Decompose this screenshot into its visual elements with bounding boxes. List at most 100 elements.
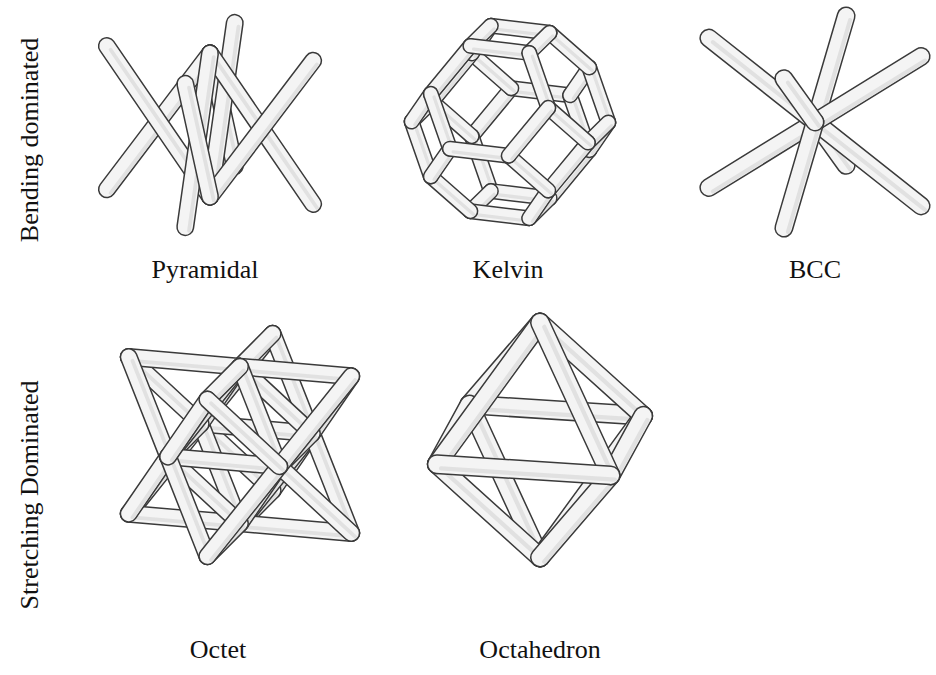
strut-shade bbox=[283, 470, 355, 537]
strut-shade bbox=[189, 88, 214, 201]
strut-body bbox=[589, 68, 608, 123]
strut bbox=[185, 84, 213, 201]
strut-shade bbox=[441, 327, 544, 469]
strut bbox=[784, 79, 819, 126]
strut-shade bbox=[713, 42, 819, 126]
strut-shade bbox=[474, 409, 648, 420]
strut bbox=[815, 122, 925, 210]
strut-outline bbox=[548, 143, 588, 191]
strut bbox=[107, 46, 214, 200]
strut-outline bbox=[431, 46, 471, 94]
strut-body bbox=[784, 122, 815, 228]
strut-shade bbox=[819, 60, 925, 126]
octet-lattice bbox=[129, 334, 355, 560]
strut bbox=[437, 323, 544, 469]
strut bbox=[279, 466, 355, 536]
kelvin-lattice bbox=[412, 26, 612, 222]
strut-outline bbox=[129, 357, 168, 457]
strut bbox=[540, 475, 615, 561]
strut-shade bbox=[214, 64, 317, 200]
strut-body bbox=[540, 475, 611, 557]
strut-shade bbox=[552, 111, 592, 146]
strut-body bbox=[168, 457, 207, 557]
strut bbox=[540, 323, 615, 480]
strut-outline bbox=[210, 61, 313, 197]
strut bbox=[784, 122, 819, 232]
strut bbox=[240, 367, 355, 380]
strut-body bbox=[279, 376, 351, 466]
octahedron-lattice bbox=[437, 323, 648, 562]
strut-shade bbox=[172, 403, 211, 460]
strut-shade bbox=[788, 126, 819, 232]
strut bbox=[548, 108, 591, 146]
strut-shade bbox=[552, 146, 592, 194]
strut-body bbox=[210, 61, 313, 197]
strut-outline bbox=[784, 122, 815, 228]
strut-body bbox=[472, 88, 512, 136]
strut bbox=[207, 466, 283, 560]
strut-outline bbox=[472, 88, 512, 136]
strut bbox=[279, 376, 355, 470]
strut-outline bbox=[509, 108, 549, 156]
strut-body bbox=[431, 94, 450, 149]
strut-body bbox=[529, 53, 548, 108]
strut-shade bbox=[788, 83, 819, 126]
strut-body bbox=[207, 466, 279, 556]
strut-shade bbox=[512, 159, 552, 194]
strut-body bbox=[815, 56, 921, 122]
strut-shade bbox=[615, 420, 648, 480]
strut-outline bbox=[279, 376, 351, 466]
strut-shade bbox=[819, 126, 925, 210]
strut-outline bbox=[185, 84, 210, 197]
strut bbox=[431, 176, 474, 214]
row-label: Stretching Dominated bbox=[16, 381, 45, 610]
strut bbox=[210, 61, 317, 201]
strut-outline bbox=[589, 68, 608, 123]
row-label: Bending dominated bbox=[16, 38, 45, 242]
strut-shade bbox=[434, 180, 474, 215]
strut-body bbox=[548, 143, 588, 191]
strut-outline bbox=[815, 56, 921, 122]
strut bbox=[472, 53, 515, 91]
strut-outline bbox=[437, 323, 540, 465]
lattice-caption: BCC bbox=[789, 256, 841, 285]
strut bbox=[168, 457, 211, 560]
lattice-caption: Pyramidal bbox=[152, 256, 259, 285]
strut bbox=[709, 38, 819, 126]
strut-outline bbox=[529, 53, 548, 108]
lattice-caption: Octahedron bbox=[479, 636, 600, 665]
strut bbox=[210, 53, 317, 207]
strut-body bbox=[185, 53, 210, 227]
strut-outline bbox=[431, 94, 450, 149]
strut bbox=[185, 53, 213, 231]
strut bbox=[815, 56, 925, 126]
bcc-lattice bbox=[709, 16, 925, 232]
strut-outline bbox=[168, 457, 207, 557]
strut-shade bbox=[441, 468, 615, 479]
strut bbox=[207, 400, 283, 470]
strut-shade bbox=[544, 327, 615, 480]
strut bbox=[509, 156, 552, 194]
strut bbox=[437, 464, 615, 479]
strut-shade bbox=[553, 36, 593, 71]
strut-shade bbox=[283, 380, 355, 470]
strut-body bbox=[431, 46, 471, 94]
strut-body bbox=[185, 84, 210, 197]
strut-outline bbox=[207, 466, 279, 556]
strut-body bbox=[509, 108, 549, 156]
strut-shade bbox=[211, 470, 283, 560]
strut-body bbox=[129, 357, 168, 457]
strut-shade bbox=[475, 92, 515, 140]
strut-outline bbox=[185, 53, 210, 227]
strut-shade bbox=[475, 57, 515, 92]
strut bbox=[509, 108, 552, 159]
strut bbox=[550, 33, 593, 71]
lattice-caption: Octet bbox=[190, 636, 246, 665]
strut-shade bbox=[434, 49, 474, 97]
strut-shade bbox=[512, 111, 552, 159]
strut-outline bbox=[168, 400, 207, 457]
strut-body bbox=[437, 323, 540, 465]
strut-body bbox=[168, 400, 207, 457]
